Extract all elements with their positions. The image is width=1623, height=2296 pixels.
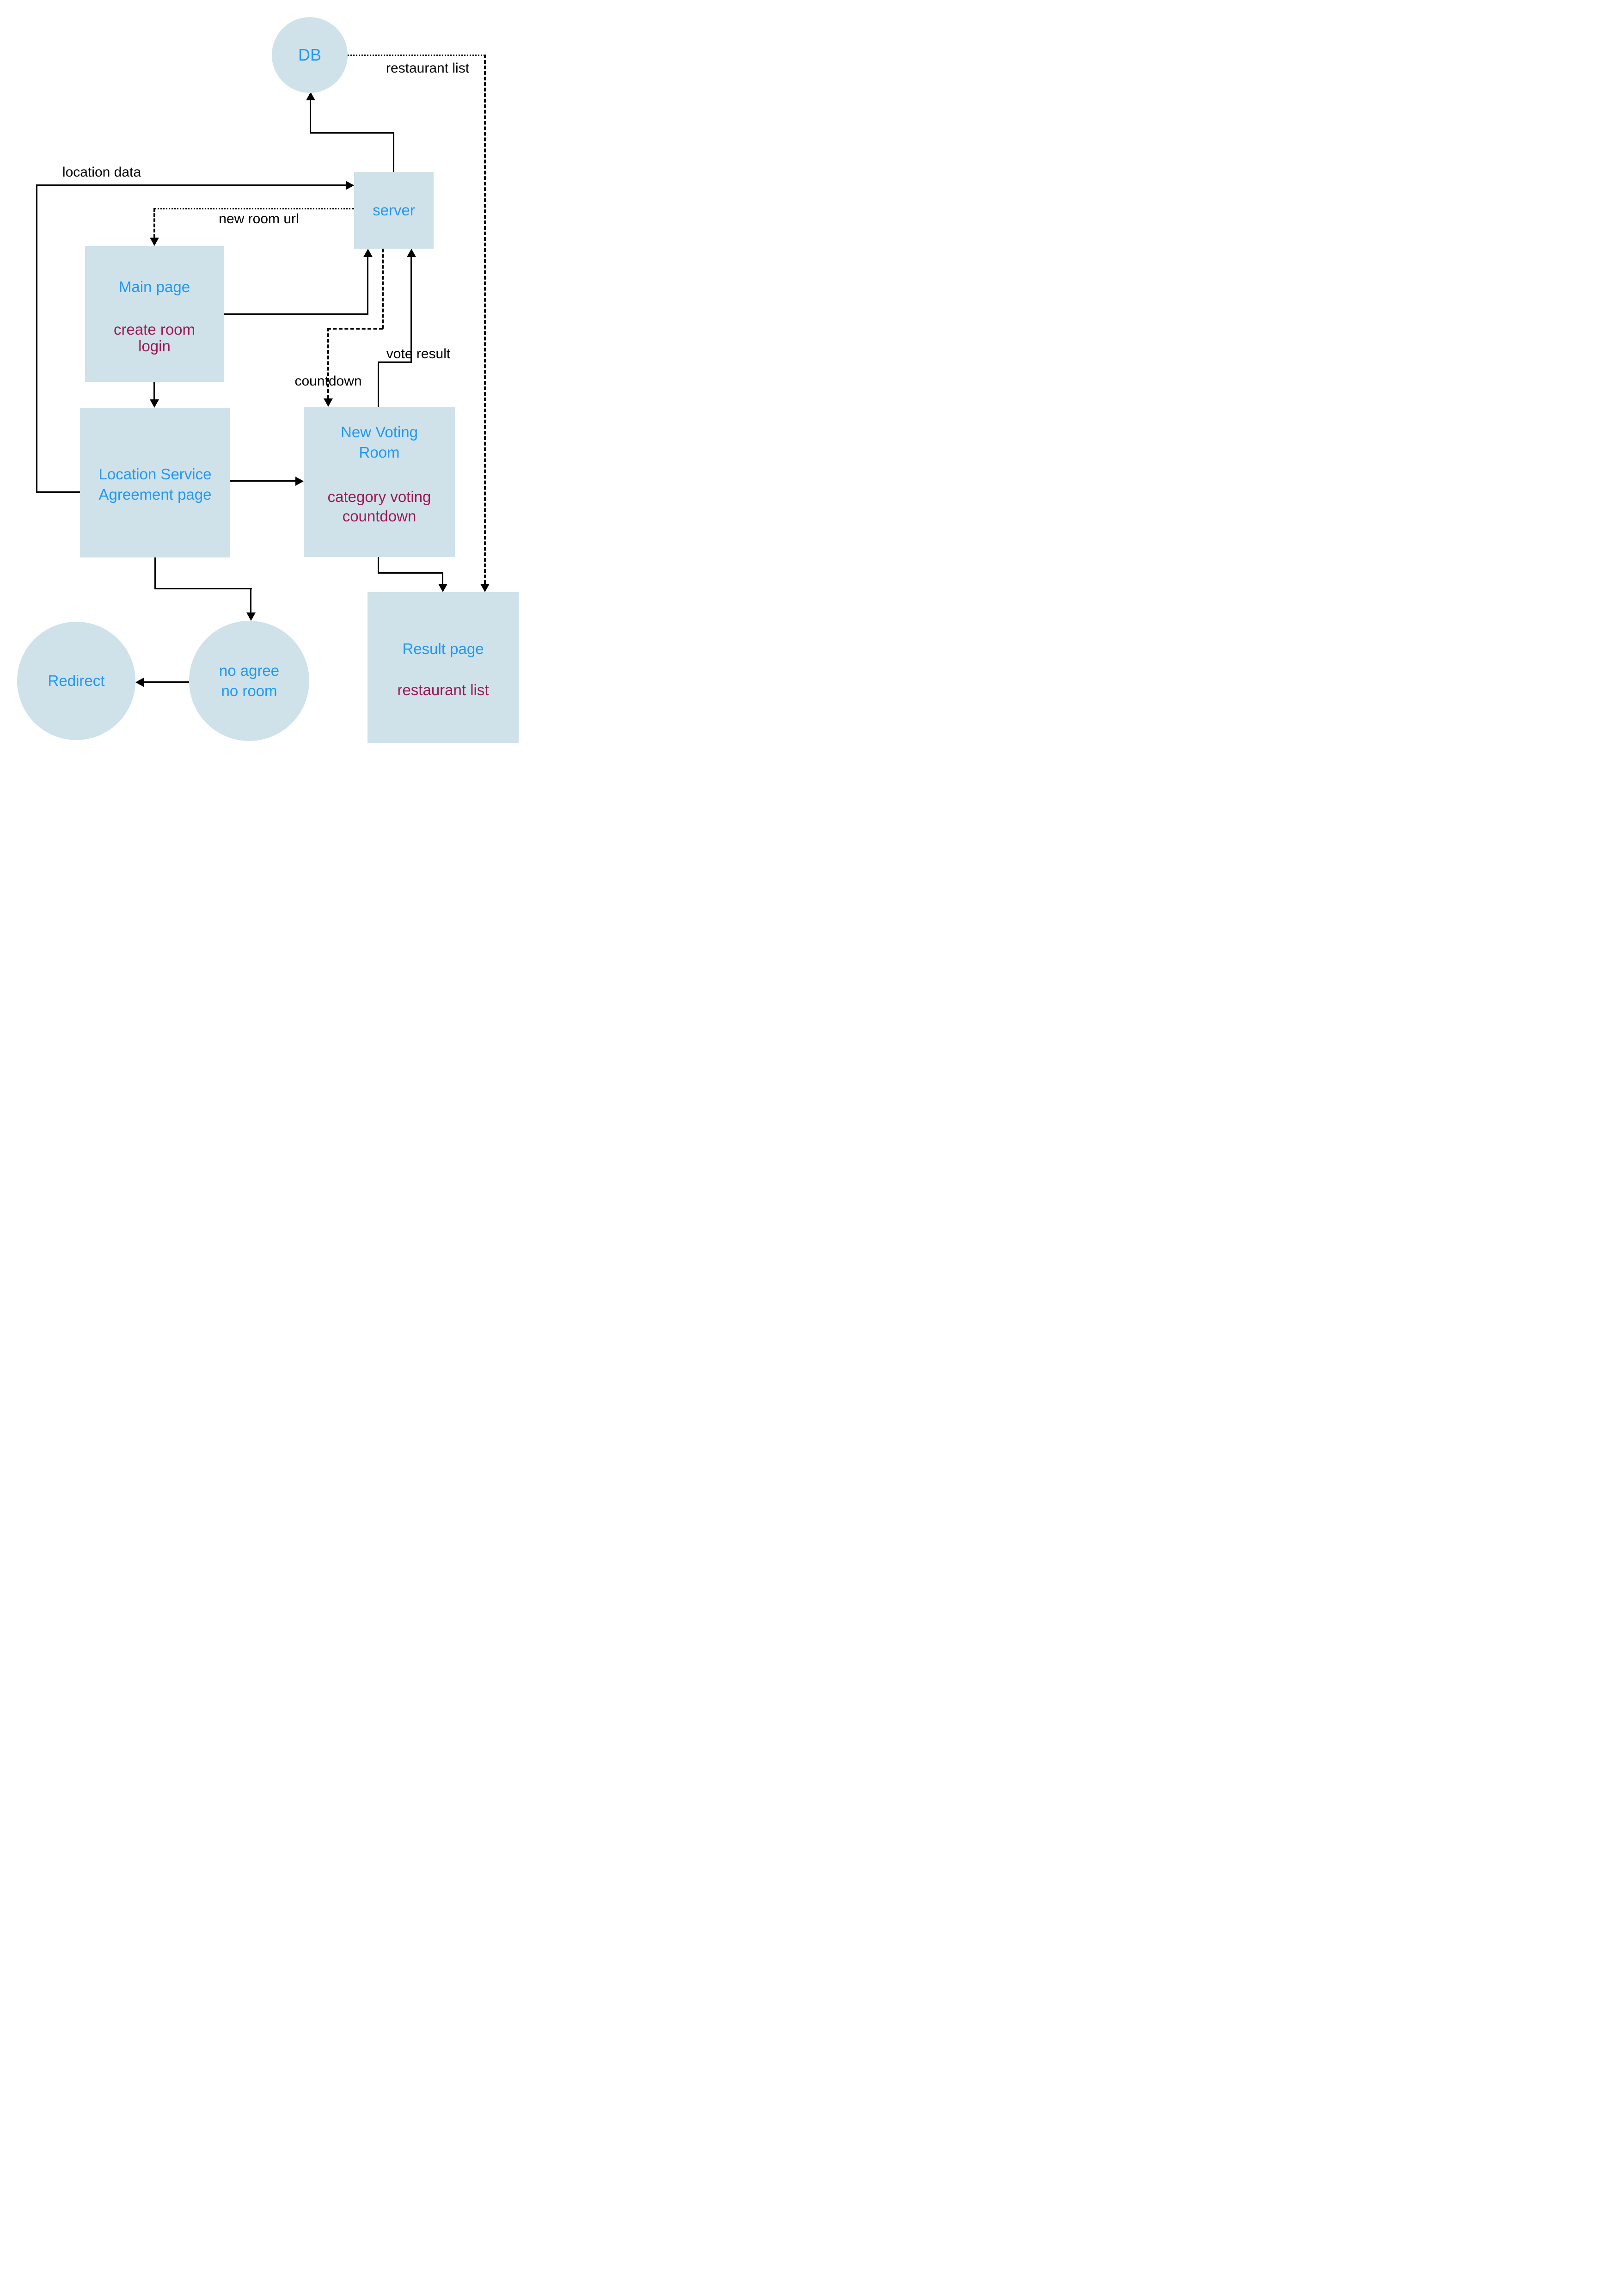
edge-label-new-room-url: new room url <box>219 211 299 227</box>
node-label-line: no agree <box>219 662 280 679</box>
new-voting-room-node: New Voting Room category voting countdow… <box>304 407 455 557</box>
arrowhead <box>135 678 144 687</box>
line-segment <box>327 328 383 330</box>
line-segment <box>310 132 394 134</box>
line-segment <box>442 572 443 585</box>
result-page-node: Result page restaurant list <box>367 592 519 743</box>
line-segment <box>484 55 486 584</box>
arrowhead <box>346 181 354 190</box>
location-agreement-node: Location Service Agreement page <box>80 408 230 557</box>
node-label: DB <box>298 45 321 64</box>
line-segment <box>310 99 311 134</box>
edge-label-location-data: location data <box>62 165 141 180</box>
node-label: server <box>373 202 415 219</box>
edge-label-restaurant-list: restaurant list <box>386 61 470 76</box>
main-page-node: Main page create room login <box>85 246 224 382</box>
line-segment <box>153 208 155 238</box>
line-segment <box>154 208 354 209</box>
line-segment <box>250 588 251 613</box>
arrowhead <box>363 249 373 257</box>
line-segment <box>36 491 80 493</box>
node-title: Result page <box>402 640 484 657</box>
no-agree-node: no agree no room <box>189 621 309 741</box>
node-subtitle-line: login <box>138 337 171 355</box>
line-segment <box>378 572 443 574</box>
arrowhead <box>150 238 159 246</box>
arrowhead <box>295 477 304 486</box>
line-segment <box>348 55 485 56</box>
arrowhead <box>438 584 447 592</box>
flowchart-canvas: restaurant list location data new room u… <box>0 0 541 765</box>
node-title-line: Room <box>359 444 400 461</box>
edge-label-vote-result: vote result <box>386 346 451 361</box>
edge-label-countdown: countdown <box>294 373 362 389</box>
node-title-line: New Voting <box>341 423 418 441</box>
redirect-node: Redirect <box>17 622 135 740</box>
arrowhead <box>407 249 416 257</box>
node-title-line: Agreement page <box>98 486 212 503</box>
node-label: Redirect <box>48 672 105 689</box>
arrowhead <box>246 612 256 621</box>
arrowhead <box>306 92 315 100</box>
line-segment <box>382 249 384 329</box>
line-segment <box>36 184 347 186</box>
arrowhead <box>150 399 159 408</box>
line-segment <box>224 313 368 315</box>
server-node: server <box>354 172 434 249</box>
arrowhead <box>480 584 490 592</box>
line-segment <box>153 382 155 400</box>
node-subtitle-line: create room <box>113 321 196 338</box>
node-subtitle-line: category voting <box>327 488 431 505</box>
line-segment <box>393 133 394 173</box>
line-segment <box>378 361 412 363</box>
line-segment <box>143 681 189 683</box>
line-segment <box>410 257 412 363</box>
arrowhead <box>324 398 333 407</box>
node-label-line: no room <box>221 682 277 699</box>
node-subtitle-line: countdown <box>342 508 416 525</box>
db-node: DB <box>272 17 348 93</box>
line-segment <box>154 557 156 589</box>
line-segment <box>327 328 329 398</box>
line-segment <box>367 257 368 315</box>
line-segment <box>378 557 379 574</box>
node-title: Main page <box>118 278 190 295</box>
node-title-line: Location Service <box>98 465 212 483</box>
node-subtitle: restaurant list <box>397 681 489 698</box>
line-segment <box>36 184 37 493</box>
line-segment <box>230 480 295 482</box>
line-segment <box>154 588 252 589</box>
line-segment <box>378 361 379 407</box>
